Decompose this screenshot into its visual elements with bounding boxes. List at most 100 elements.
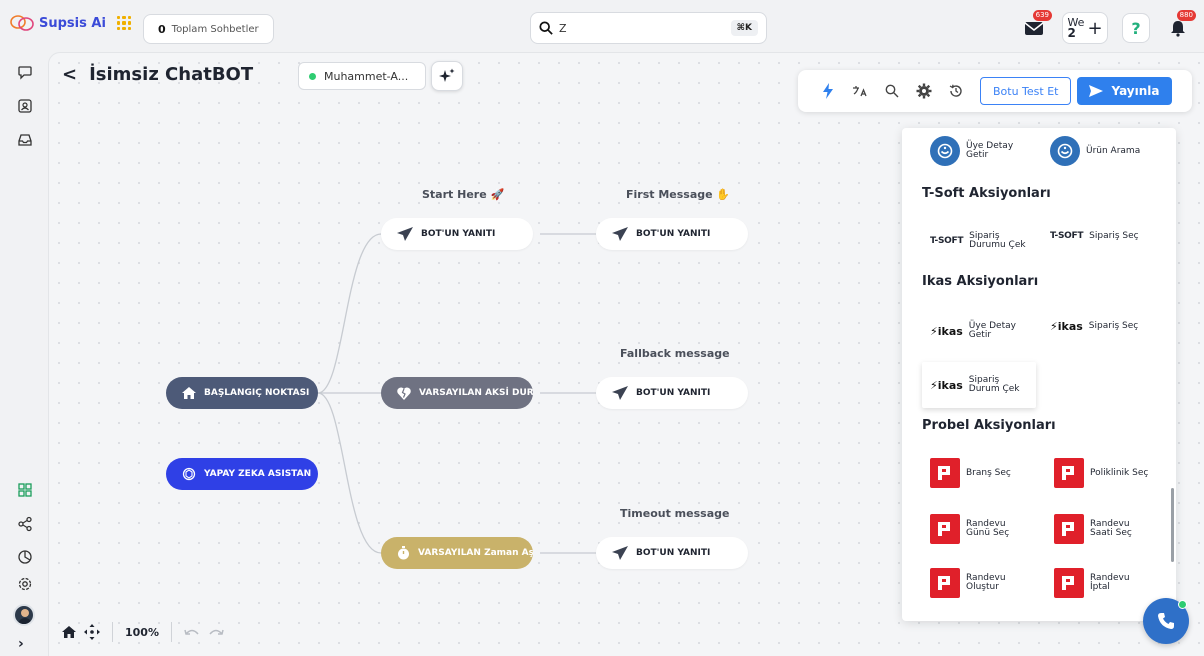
home-view-icon[interactable]: [62, 626, 76, 638]
action-ikas-order-status[interactable]: ⚡ikas Sipariş Durum Çek: [922, 362, 1036, 408]
paper-plane-icon: [397, 227, 413, 241]
mail-badge: 639: [1032, 10, 1052, 21]
flow-settings-button[interactable]: [908, 76, 940, 106]
dashboard-grid-icon[interactable]: [17, 482, 33, 498]
paper-plane-icon: [612, 546, 628, 560]
caption-fallback: Fallback message: [620, 347, 730, 360]
undo-icon[interactable]: [184, 627, 200, 637]
stopwatch-icon: [398, 546, 409, 560]
node-bot-reply-3[interactable]: BOT'UN YANITI: [596, 377, 748, 409]
chat-bubbles-logo-icon: [10, 15, 34, 31]
publish-button[interactable]: Yayınla: [1077, 77, 1172, 105]
workspace-button[interactable]: We 2 +: [1062, 12, 1108, 44]
action-label: Üye Detay Getir: [968, 321, 1016, 340]
inbox-icon[interactable]: [17, 132, 33, 148]
probel-logo-icon: [930, 568, 960, 598]
node-default-timeout[interactable]: VARSAYILAN Zaman Aşımı: [381, 537, 533, 569]
action-member-detail[interactable]: Üye Detay Getir: [930, 136, 1028, 166]
smile-logo-icon: [1050, 136, 1080, 166]
action-probel-clinic[interactable]: Poliklinik Seç: [1054, 458, 1148, 488]
contacts-icon[interactable]: [17, 98, 33, 114]
zoom-divider: [112, 622, 113, 642]
search-box[interactable]: ⌘K: [530, 12, 767, 44]
action-probel-appointment-time[interactable]: Randevu Saati Seç: [1054, 514, 1152, 544]
move-arrows-icon[interactable]: [84, 624, 100, 640]
online-dot: [1178, 600, 1187, 609]
probel-logo-icon: [1054, 568, 1084, 598]
expand-sidebar-icon[interactable]: ›: [18, 636, 24, 652]
action-label: Sipariş Seç: [1089, 231, 1139, 241]
conversation-label: Toplam Sohbetler: [171, 23, 259, 35]
node-bot-reply-2-label: BOT'UN YANITI: [636, 229, 711, 239]
zoom-level: 100%: [125, 625, 159, 639]
openai-icon: [182, 467, 196, 481]
node-bot-reply-4[interactable]: BOT'UN YANITI: [596, 537, 748, 569]
section-title-probel: Probel Aksiyonları: [922, 418, 1056, 433]
action-ikas-order-select[interactable]: ⚡ikas Sipariş Seç: [1050, 321, 1139, 332]
test-bot-button[interactable]: Botu Test Et: [980, 77, 1072, 105]
paper-plane-icon: [612, 386, 628, 400]
action-tsoft-order-status[interactable]: T-SOFT Sipariş Durumu Çek: [930, 232, 1031, 250]
action-label: Sipariş Durum Çek: [968, 375, 1020, 394]
probel-logo-icon: [1054, 514, 1084, 544]
apps-grid-icon[interactable]: [116, 16, 131, 30]
call-support-button[interactable]: [1143, 598, 1189, 644]
probel-logo-icon: [930, 458, 960, 488]
node-bot-reply-4-label: BOT'UN YANITI: [636, 548, 711, 558]
node-bot-reply-1-label: BOT'UN YANITI: [421, 229, 496, 239]
node-start-point[interactable]: BAŞLANGIÇ NOKTASI: [166, 377, 318, 409]
node-bot-reply-1[interactable]: BOT'UN YANITI: [381, 218, 533, 250]
cog-icon: [916, 83, 932, 99]
redo-icon[interactable]: [208, 627, 224, 637]
action-label: Poliklinik Seç: [1090, 467, 1149, 478]
translate-button[interactable]: [844, 76, 876, 106]
history-button[interactable]: [940, 76, 972, 106]
node-default-negative-label: VARSAYILAN AKSİ DURUM: [419, 388, 533, 398]
lightning-button[interactable]: [812, 76, 844, 106]
action-probel-branch[interactable]: Branş Seç: [930, 458, 1011, 488]
search-flow-button[interactable]: [876, 76, 908, 106]
agent-selector[interactable]: Muhammet-A...: [298, 62, 426, 90]
node-ai-assistant[interactable]: YAPAY ZEKA ASISTAN: [166, 458, 318, 490]
action-label: Sipariş Seç: [1088, 321, 1139, 331]
chat-icon[interactable]: [17, 64, 33, 80]
action-probel-appointment-create[interactable]: Randevu Oluştur: [930, 568, 1028, 598]
total-conversations-badge[interactable]: 0 Toplam Sohbetler: [143, 14, 274, 44]
node-default-negative[interactable]: VARSAYILAN AKSİ DURUM: [381, 377, 533, 409]
tsoft-logo: T-SOFT: [930, 235, 964, 246]
action-ikas-member-detail[interactable]: ⚡ikas Üye Detay Getir: [930, 322, 1031, 340]
bell-badge: 880: [1176, 10, 1196, 21]
probel-logo-icon: [930, 514, 960, 544]
agent-name: Muhammet-A...: [324, 69, 409, 83]
section-title-tsoft: T-Soft Aksiyonları: [922, 186, 1051, 201]
mail-button[interactable]: 639: [1020, 10, 1052, 42]
node-bot-reply-3-label: BOT'UN YANITI: [636, 388, 711, 398]
reports-pie-icon[interactable]: [17, 549, 33, 565]
help-button[interactable]: ?: [1122, 13, 1150, 43]
action-tsoft-order-select[interactable]: T-SOFT Sipariş Seç: [1050, 232, 1139, 241]
tsoft-logo: T-SOFT: [1050, 231, 1084, 241]
brand-name: Supsis Ai: [39, 15, 106, 31]
settings-gear-icon[interactable]: [17, 576, 33, 592]
action-product-search[interactable]: Ürün Arama: [1050, 136, 1140, 166]
ikas-logo: ⚡ikas: [930, 324, 963, 338]
action-probel-appointment-day[interactable]: Randevu Günü Seç: [930, 514, 1028, 544]
broken-heart-icon: [397, 387, 411, 400]
search-input[interactable]: [559, 21, 725, 35]
panel-scrollbar[interactable]: [1171, 488, 1174, 562]
mail-icon: [1024, 22, 1044, 35]
ai-magic-button[interactable]: [431, 61, 463, 91]
back-arrow-icon[interactable]: <: [62, 64, 78, 85]
notifications-button[interactable]: 880: [1164, 10, 1196, 42]
node-bot-reply-2[interactable]: BOT'UN YANITI: [596, 218, 748, 250]
node-start-point-label: BAŞLANGIÇ NOKTASI: [204, 388, 310, 398]
search-shortcut: ⌘K: [730, 20, 758, 36]
action-label: Branş Seç: [966, 467, 1011, 478]
brand[interactable]: Supsis Ai: [10, 15, 131, 31]
action-probel-appointment-cancel[interactable]: Randevu İptal: [1054, 568, 1152, 598]
share-icon[interactable]: [17, 516, 33, 532]
search-icon: [539, 21, 553, 35]
workspace-name: We: [1067, 16, 1085, 29]
bell-icon: [1171, 21, 1185, 37]
user-avatar[interactable]: [13, 604, 35, 626]
